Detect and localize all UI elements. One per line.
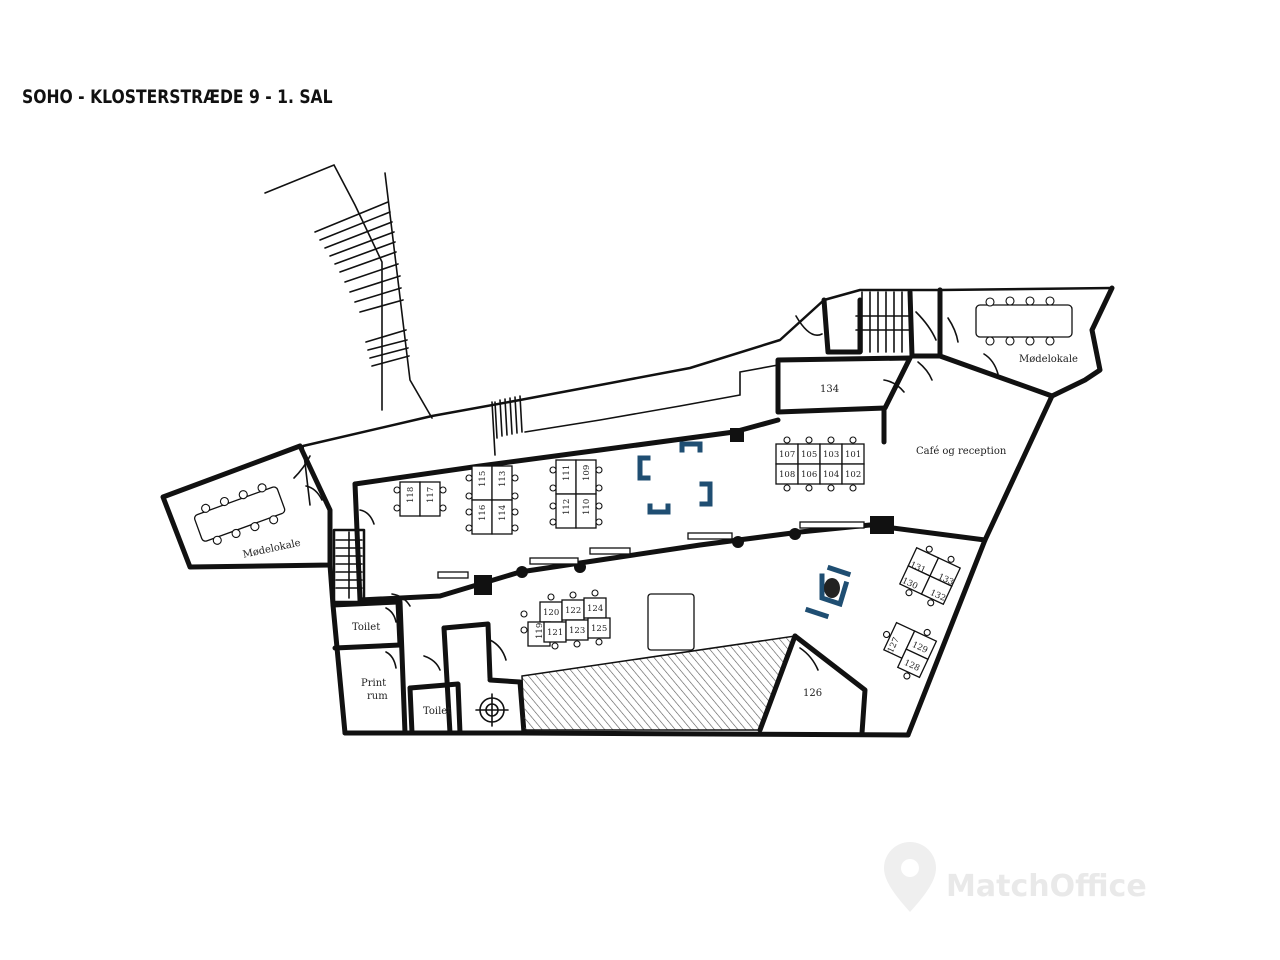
kitchen-counter [647,593,695,651]
desk-label-102: 102 [845,470,861,480]
desk-label-115: 115 [478,471,488,487]
right-stair [855,291,911,353]
stair-corridor [264,163,433,419]
desk-label-104: 104 [823,470,839,480]
desk-block-130-133 [898,545,962,607]
upper-office [352,417,988,603]
desk-label-111: 111 [562,465,572,481]
desk-label-118: 118 [406,487,416,503]
desk-block-101-108 [775,436,865,492]
desk-label-105: 105 [801,450,817,460]
lounge-furniture [637,441,852,620]
desk-label-119: 119 [535,623,545,639]
small-stair [494,395,523,439]
desk-label-113: 113 [498,471,508,487]
desk-label-117: 117 [426,487,436,503]
desk-label-101: 101 [845,450,861,460]
desk-label-122: 122 [565,606,581,616]
lower-left-rooms [330,599,527,736]
desk-block-117-118 [393,481,447,517]
room-134-label: 134 [820,384,839,395]
room-126-label: 126 [803,688,822,699]
desk-label-110: 110 [582,499,592,515]
desk-block-127-129 [882,621,938,680]
toilet-1-label: Toilet [352,622,380,633]
cafe-label: Café og reception [916,446,1007,457]
desk-block-119-125 [520,589,611,650]
watermark: MatchOffice [884,842,1147,912]
desk-label-116: 116 [478,505,488,521]
desk-block-113-116 [465,465,519,535]
meeting-table-left [194,483,286,545]
print-room-label-line2: rum [367,691,388,702]
print-room-label-line1: Print [361,678,386,689]
meeting-room-left-label: Mødelokale [242,538,302,561]
desk-label-114: 114 [498,505,508,521]
desk-label-103: 103 [823,450,839,460]
plan-title: SOHO - KLOSTERSTRÆDE 9 - 1. SAL [22,86,333,108]
desk-label-106: 106 [801,470,817,480]
desk-label-121: 121 [547,628,563,638]
left-stair [332,528,366,604]
watermark-text: MatchOffice [946,869,1147,904]
desk-label-123: 123 [569,626,585,636]
meeting-room-right-label: Mødelokale [1019,354,1078,365]
desk-label-109: 109 [582,465,592,481]
desk-label-124: 124 [587,604,603,614]
desk-label-108: 108 [779,470,795,480]
meeting-table-right [975,296,1073,346]
toilet-2-label: Toilet [423,706,451,717]
desk-block-109-112 [549,459,603,529]
upper-corridor [491,364,779,456]
location-pin-icon [884,842,936,912]
stair-steps-upper [314,201,410,367]
desk-label-107: 107 [779,450,795,460]
desk-label-112: 112 [562,499,572,515]
desk-label-125: 125 [591,624,607,634]
right-upper-rooms [775,287,1055,445]
desk-label-120: 120 [543,608,559,618]
